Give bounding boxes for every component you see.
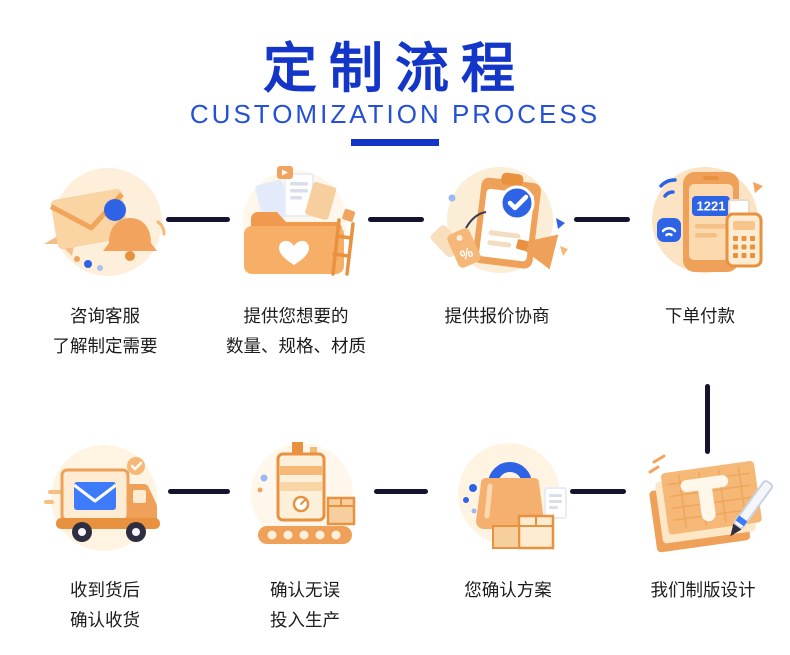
delivery-truck-icon (44, 445, 160, 551)
step-consult: 咨询客服 了解制定需要 (10, 158, 200, 362)
step-requirements: 提供您想要的 数量、规格、材质 (201, 158, 391, 362)
step-production-label: 确认无误 投入生产 (270, 580, 340, 630)
page-title: 定制流程 (263, 39, 527, 99)
order-payment-icon: 1221 (652, 167, 763, 273)
step-design: 我们制版设计 (608, 432, 790, 606)
connector-step8-step7 (570, 489, 626, 494)
step-confirm-plan: 您确认方案 (413, 432, 603, 606)
step-design-label: 我们制版设计 (650, 580, 756, 600)
connector-step3-step4 (574, 217, 630, 222)
step-requirements-label: 提供您想要的 数量、规格、材质 (226, 306, 366, 356)
design-drafting-icon (648, 454, 774, 553)
consult-service-icon (44, 168, 166, 276)
step-payment-label: 下单付款 (665, 306, 735, 326)
step-confirm-plan-label: 您确认方案 (464, 580, 552, 600)
step-production: 确认无误 投入生产 (210, 432, 400, 636)
connector-step4-step8 (705, 384, 710, 454)
page-subtitle: CUSTOMIZATION PROCESS (189, 99, 601, 129)
connector-step7-step6 (374, 489, 428, 494)
connector-step6-step5 (168, 489, 230, 494)
title-underline-bar (351, 139, 439, 146)
connector-step2-step3 (368, 217, 424, 222)
connector-step1-step2 (166, 217, 230, 222)
step-receive-label: 收到货后 确认收货 (70, 580, 140, 630)
plan-confirm-icon (458, 443, 567, 550)
step-payment: 1221 下单付款 (605, 158, 790, 332)
requirements-folder-icon (243, 166, 356, 276)
step-quote: % 提供报价协商 (402, 158, 592, 332)
phone-display-text: 1221 (697, 199, 726, 214)
step-receive: 收到货后 确认收货 (10, 432, 200, 636)
step-quote-label: 提供报价协商 (444, 306, 550, 326)
step-consult-label: 咨询客服 了解制定需要 (52, 306, 158, 356)
quote-negotiation-icon: % (430, 167, 568, 273)
production-machine-icon (251, 442, 356, 545)
